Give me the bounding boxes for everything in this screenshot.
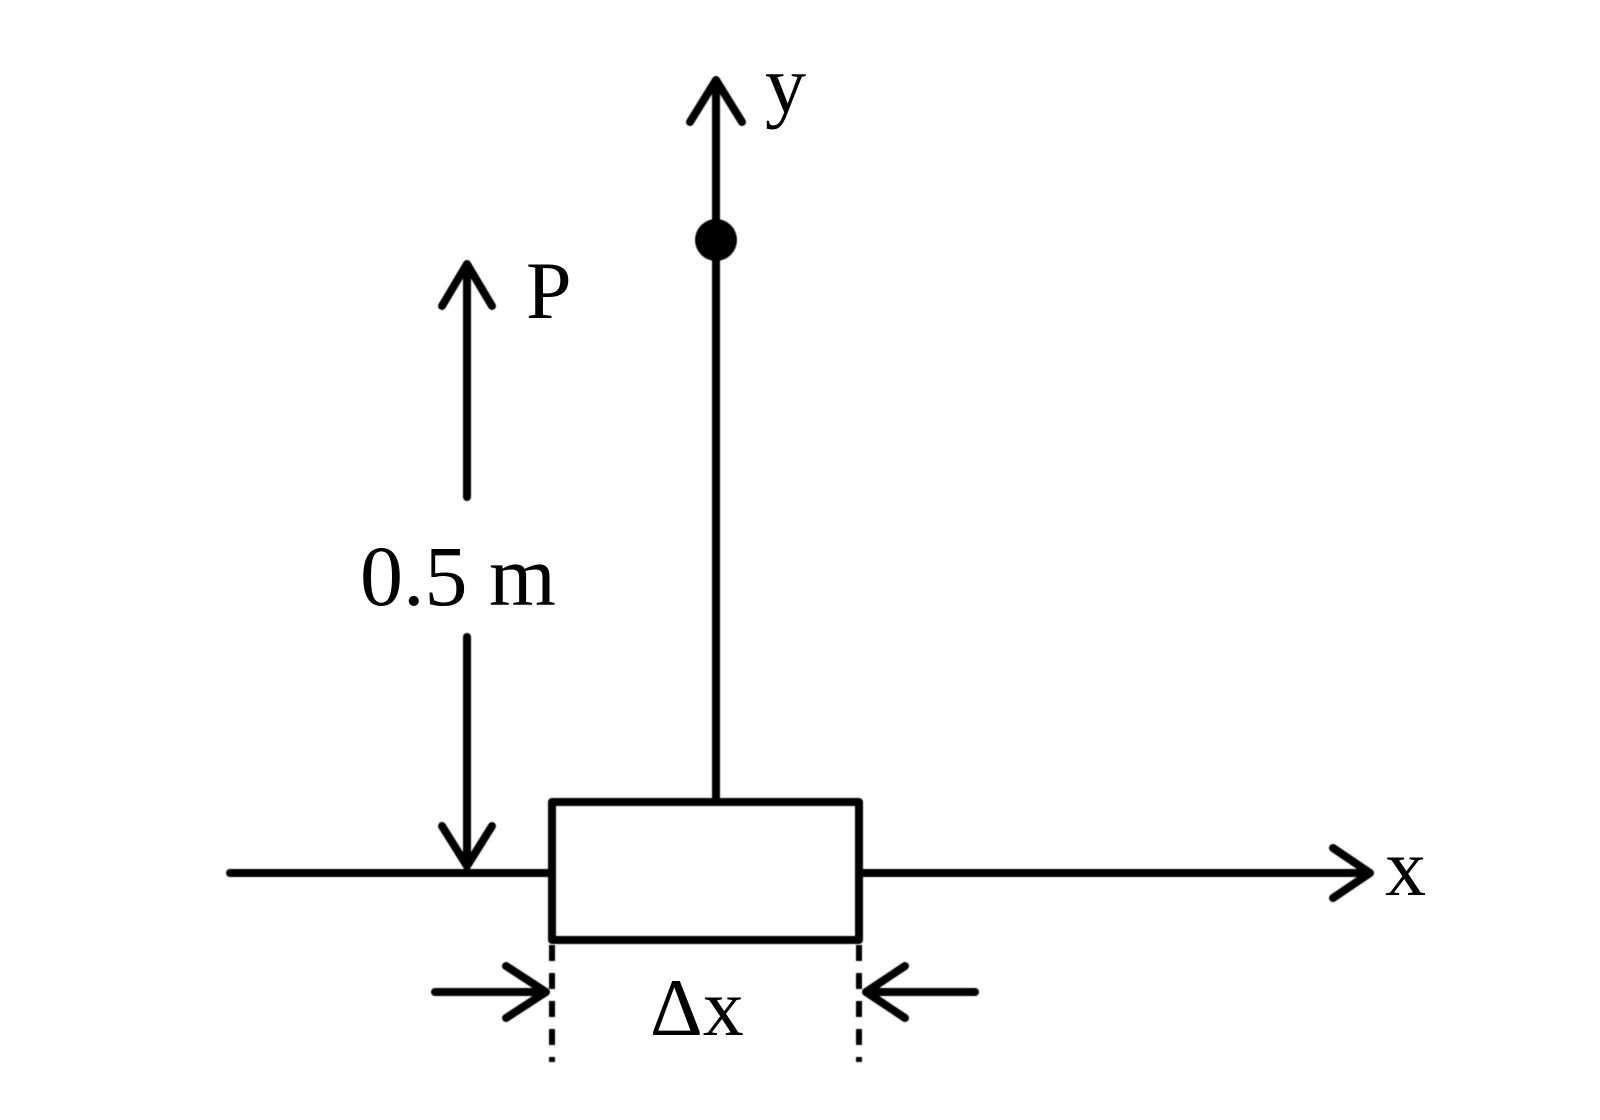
x-axis-arrowhead [1329,844,1374,902]
y-axis-arrowhead [686,76,746,126]
dx-arrowhead-right [862,962,909,1022]
y-axis-label: y [765,39,806,130]
point-label: P [526,245,572,336]
distance-label: 0.5 m [360,528,556,624]
dx-arrowhead-left [502,962,550,1022]
strip-element [548,798,863,944]
width-label: Δx [650,962,744,1053]
dimension-arrowhead-up [438,260,496,310]
point-marker [695,219,737,261]
x-axis-label: x [1385,822,1426,913]
dimension-arrowhead-down [438,822,496,870]
